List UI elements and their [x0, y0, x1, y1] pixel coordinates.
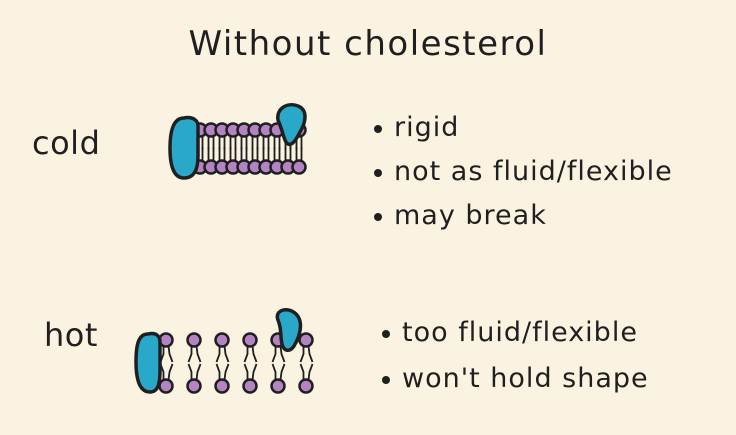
hot-effects-list: too fluid/flexible won't hold shape: [380, 310, 649, 402]
hot-effect-item: too fluid/flexible: [380, 310, 649, 356]
cold-effects-list: rigid not as fluid/flexible may break: [372, 106, 673, 238]
cold-effect-item: not as fluid/flexible: [372, 150, 673, 194]
phospholipid-icon: [186, 332, 202, 363]
cold-left-protein-icon: [168, 115, 200, 180]
diagram-title: Without cholesterol: [188, 24, 548, 64]
phospholipid-icon: [298, 363, 314, 394]
hot-phospholipid-bilayer: [158, 332, 314, 394]
row-label-cold: cold: [32, 124, 101, 162]
phospholipid-icon: [214, 147, 230, 175]
hot-right-protein-icon: [275, 308, 303, 352]
cold-membrane-diagram: [168, 103, 307, 180]
phospholipid-icon: [203, 122, 219, 150]
phospholipid-icon: [186, 363, 202, 394]
phospholipid-icon: [214, 363, 230, 394]
cold-effect-item: may break: [372, 194, 673, 238]
row-label-hot: hot: [44, 316, 98, 354]
phospholipid-icon: [270, 363, 286, 394]
phospholipid-icon: [291, 147, 307, 175]
cold-right-protein-icon: [276, 103, 307, 147]
hot-left-protein-icon: [134, 331, 162, 394]
hot-membrane-diagram: [134, 308, 314, 394]
phospholipid-icon: [298, 332, 314, 363]
hot-effect-item: won't hold shape: [380, 356, 649, 402]
phospholipid-icon: [242, 332, 258, 363]
phospholipid-icon: [225, 122, 241, 150]
phospholipid-icon: [242, 363, 258, 394]
phospholipid-icon: [203, 147, 219, 175]
phospholipid-icon: [214, 332, 230, 363]
cold-effect-item: rigid: [372, 106, 673, 150]
